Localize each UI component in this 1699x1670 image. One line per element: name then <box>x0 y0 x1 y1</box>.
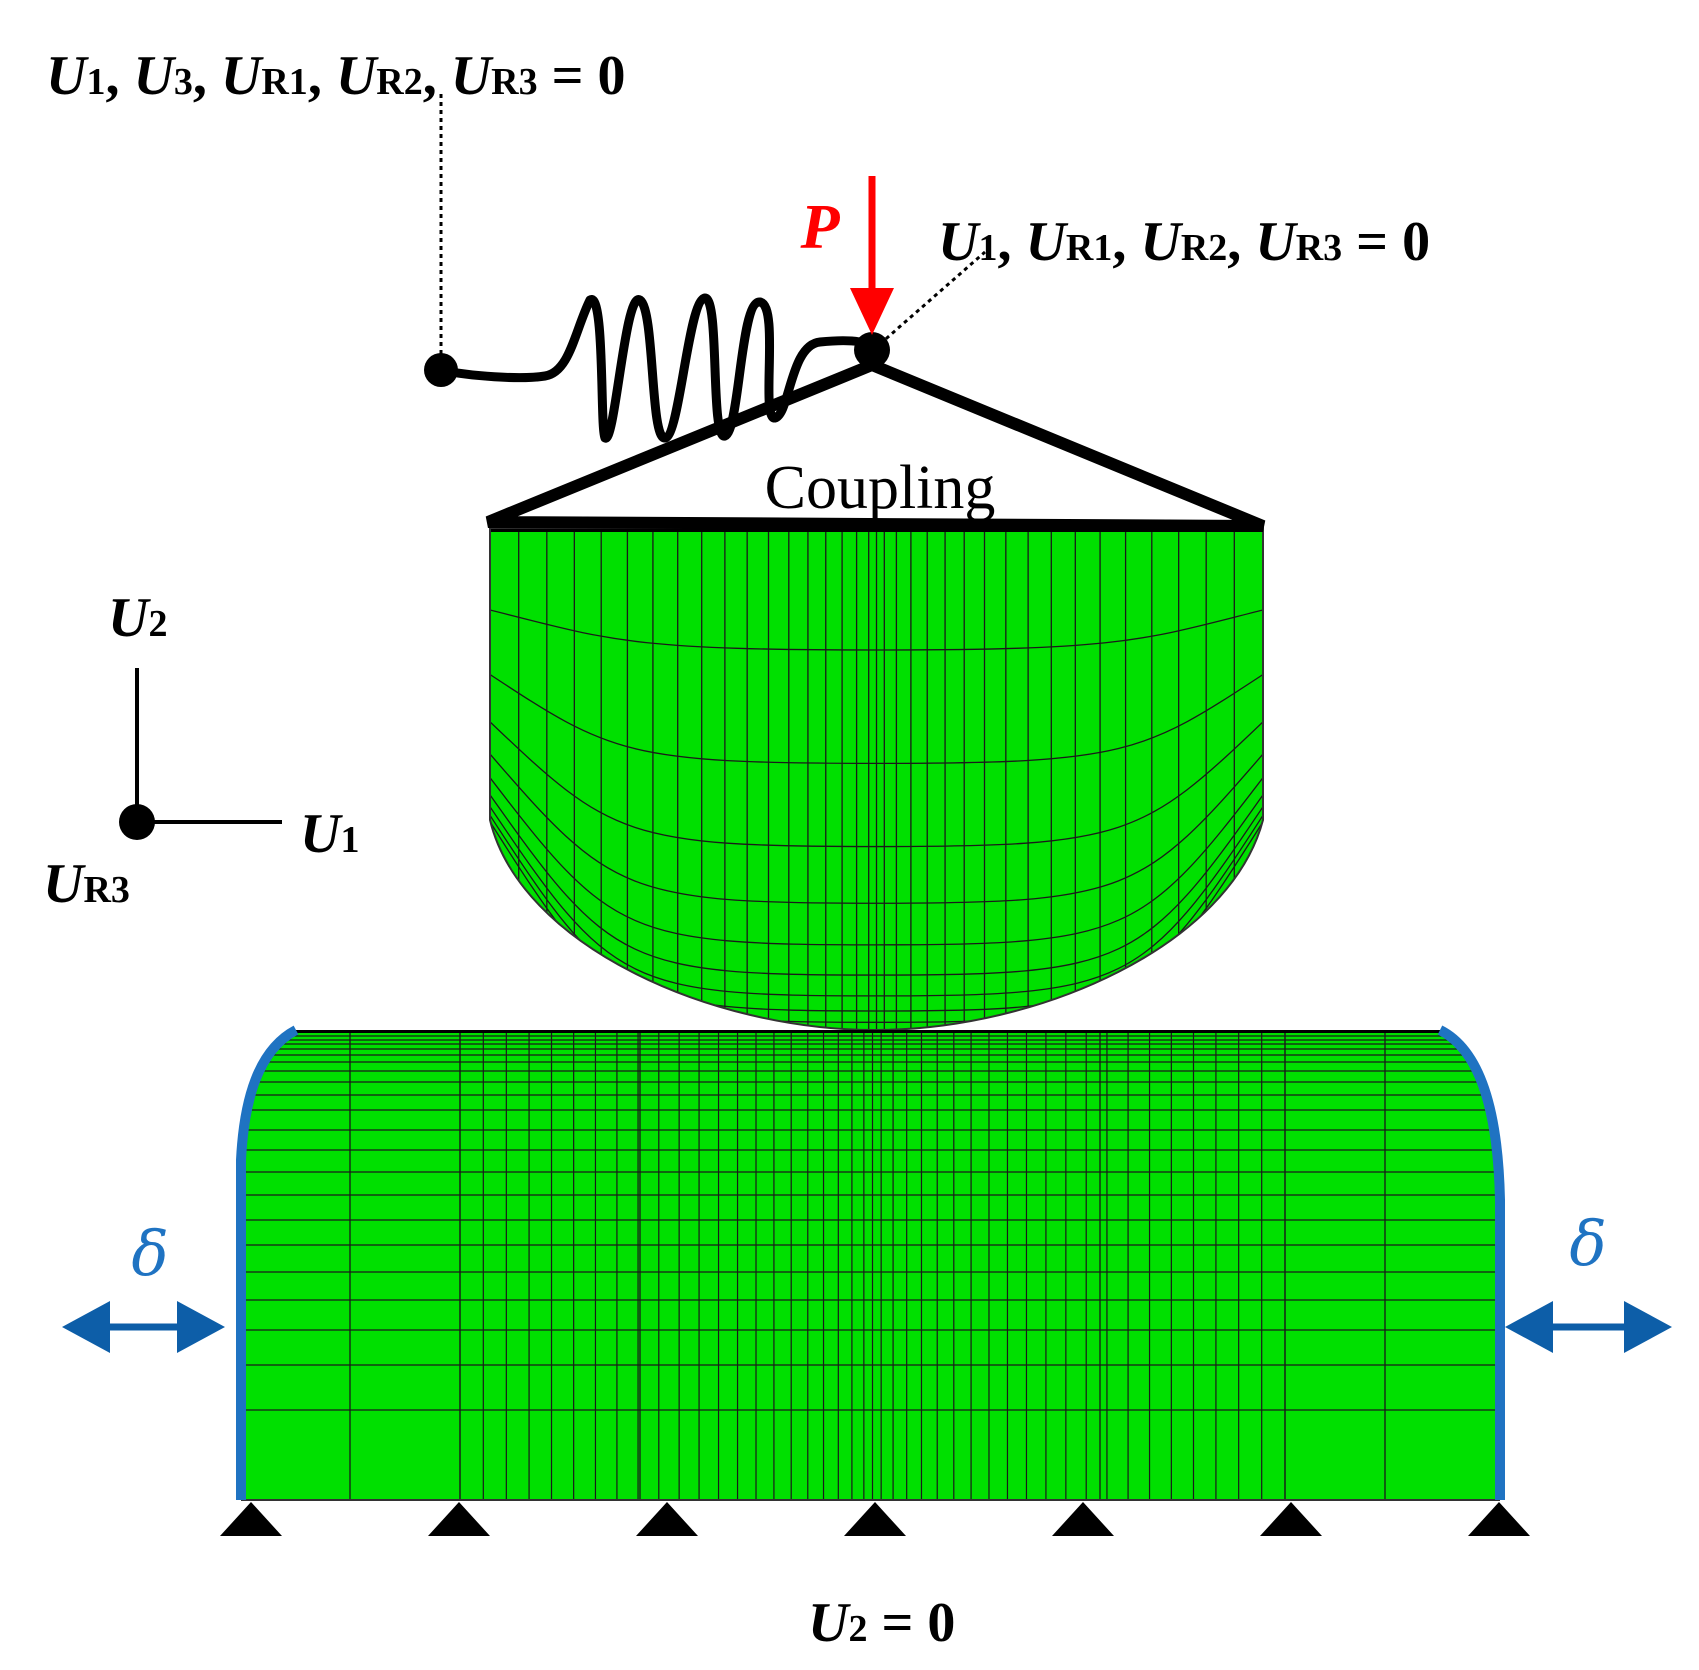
double-arrow-icon <box>62 1301 225 1353</box>
spring-bc-label: U1, U3, UR1, UR2, UR3 = 0 <box>46 45 626 107</box>
pin-support-icon <box>1052 1502 1114 1536</box>
indenter-grid-ring <box>490 806 1263 997</box>
indenter-grid-ring <box>490 609 1263 651</box>
indenter-grid-ring <box>490 721 1263 848</box>
spring-ground-node <box>424 353 458 387</box>
load-arrow <box>850 176 894 335</box>
double-arrow-icon <box>1505 1301 1672 1353</box>
pin-support-icon <box>1260 1502 1322 1536</box>
base-block-body <box>241 1030 1500 1500</box>
pin-support-icon <box>428 1502 490 1536</box>
delta-right-label: δ <box>1569 1207 1606 1280</box>
indenter-mesh <box>489 527 1264 1032</box>
delta-arrow-head-right <box>177 1301 225 1353</box>
delta-arrow-head-right <box>1624 1301 1672 1353</box>
reference-node-icon <box>854 332 890 368</box>
indenter-grid-ring <box>490 753 1263 904</box>
coordinate-triad <box>119 668 282 840</box>
pin-support-icon <box>844 1502 906 1536</box>
base-bc-label: U2 = 0 <box>808 1592 955 1654</box>
right-boundary-edge <box>1437 1025 1505 1500</box>
pin-support-icon <box>220 1502 282 1536</box>
coupling-constraint: Coupling <box>485 358 1266 532</box>
coupling-label: Coupling <box>765 454 996 522</box>
delta-left-label: δ <box>131 1217 168 1290</box>
axis-u1-label: U1 <box>300 803 359 865</box>
indenter-grid-ring <box>490 777 1263 946</box>
load-label: P <box>799 191 840 262</box>
delta-arrow-head-left <box>62 1301 110 1353</box>
pin-support-icon <box>636 1502 698 1536</box>
indenter-grid-ring <box>490 794 1263 976</box>
delta-arrow-head-left <box>1505 1301 1553 1353</box>
pin-supports <box>220 1502 1530 1536</box>
axis-u2-label: U2 <box>108 587 167 649</box>
reference-bc-label: U1, UR1, UR2, UR3 = 0 <box>938 211 1430 273</box>
indenter-outline <box>489 527 1264 1032</box>
indenter-grid-ring <box>490 673 1263 765</box>
axis-ur3-label: UR3 <box>43 853 130 915</box>
base-block-mesh <box>236 1025 1505 1501</box>
spring-icon <box>435 293 875 443</box>
axis-origin-node <box>119 804 155 840</box>
pin-support-icon <box>1468 1502 1530 1536</box>
base-block-grid <box>241 1030 1500 1500</box>
left-boundary-edge <box>236 1025 299 1500</box>
coupling-triangle <box>485 358 1266 532</box>
